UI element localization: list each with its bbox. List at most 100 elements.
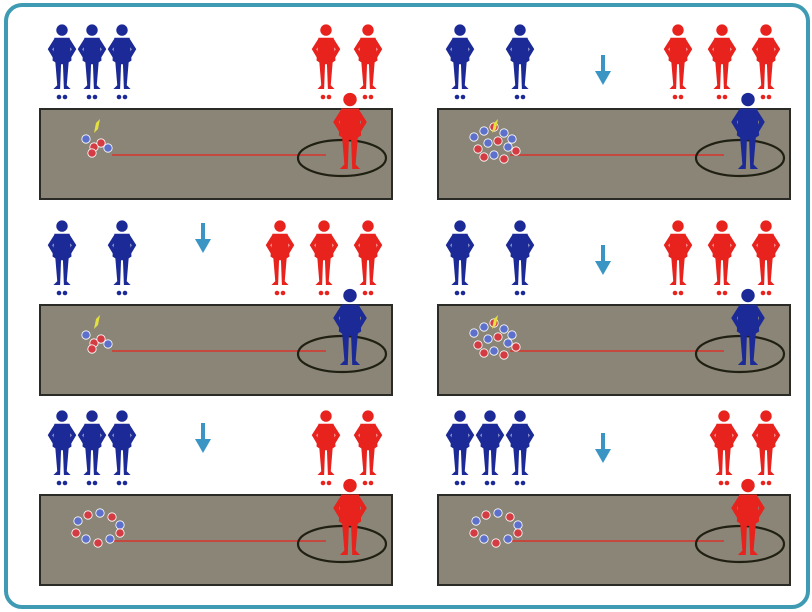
boule-ball-icon [514, 529, 522, 537]
player-icon [506, 220, 535, 285]
panel-6-drawing [432, 403, 812, 585]
boule-ball-icon [492, 539, 500, 547]
player-icon [354, 24, 383, 89]
boule-ball-icon [717, 95, 728, 100]
boule-ball-icon [117, 481, 128, 486]
boule-ball-icon [96, 509, 104, 517]
boule-ball-icon [500, 351, 508, 359]
boule-ball-icon [512, 147, 520, 155]
player-icon [310, 220, 339, 285]
player-icon [48, 410, 77, 475]
down-arrow-icon [193, 421, 213, 455]
down-arrow-icon [193, 221, 213, 255]
boule-ball-icon [494, 333, 502, 341]
panel-1 [34, 17, 414, 199]
boule-ball-icon [494, 509, 502, 517]
player-icon [446, 220, 475, 285]
boule-ball-icon [116, 521, 124, 529]
boule-ball-icon [480, 349, 488, 357]
player-icon [48, 24, 77, 89]
down-arrow-icon [593, 431, 613, 465]
boule-ball-icon [363, 95, 374, 100]
player-icon [78, 24, 107, 89]
player-icon [506, 24, 535, 89]
boule-ball-icon [504, 339, 512, 347]
player-icon [354, 410, 383, 475]
player-icon [354, 220, 383, 285]
boule-ball-icon [116, 529, 124, 537]
boule-ball-icon [57, 291, 68, 296]
boule-ball-icon [104, 144, 112, 152]
boule-ball-icon [474, 341, 482, 349]
boule-ball-icon [480, 127, 488, 135]
player-icon [476, 410, 505, 475]
down-arrow-icon [593, 243, 613, 277]
panel-6 [432, 403, 812, 585]
boule-ball-icon [719, 481, 730, 486]
boule-ball-icon [490, 151, 498, 159]
boule-ball-icon [104, 340, 112, 348]
boule-ball-icon [500, 129, 508, 137]
player-icon [710, 410, 739, 475]
boule-ball-icon [485, 481, 496, 486]
boule-ball-icon [761, 95, 772, 100]
boule-ball-icon [480, 153, 488, 161]
boule-ball-icon [72, 529, 80, 537]
boule-ball-icon [494, 137, 502, 145]
boule-ball-icon [94, 539, 102, 547]
boule-ball-icon [57, 95, 68, 100]
boule-ball-icon [87, 481, 98, 486]
boule-ball-icon [515, 481, 526, 486]
boule-ball-icon [106, 535, 114, 543]
player-icon [266, 220, 295, 285]
panel-3 [34, 213, 414, 395]
player-icon [664, 220, 693, 285]
boule-ball-icon [484, 139, 492, 147]
boule-ball-icon [508, 135, 516, 143]
boule-ball-icon [470, 529, 478, 537]
panel-1-drawing [34, 17, 414, 199]
panel-5 [34, 403, 414, 585]
player-icon [48, 220, 77, 285]
boule-ball-icon [508, 331, 516, 339]
boule-ball-icon [472, 517, 480, 525]
player-icon [108, 220, 137, 285]
boule-ball-icon [321, 95, 332, 100]
boule-ball-icon [515, 291, 526, 296]
boule-ball-icon [321, 481, 332, 486]
boule-ball-icon [455, 291, 466, 296]
boule-ball-icon [512, 343, 520, 351]
boule-ball-icon [474, 145, 482, 153]
boule-ball-icon [117, 291, 128, 296]
panel-5-drawing [34, 403, 414, 585]
down-arrow-icon [593, 53, 613, 87]
boule-ball-icon [717, 291, 728, 296]
boule-ball-icon [117, 95, 128, 100]
boule-ball-icon [484, 335, 492, 343]
boule-ball-icon [455, 481, 466, 486]
player-icon [708, 24, 737, 89]
panel-2-drawing [432, 17, 812, 199]
panel-4 [432, 213, 812, 395]
player-icon [708, 220, 737, 285]
player-icon [752, 24, 781, 89]
player-icon [752, 410, 781, 475]
boule-ball-icon [761, 481, 772, 486]
panel-3-drawing [34, 213, 414, 395]
boule-ball-icon [506, 513, 514, 521]
boule-ball-icon [57, 481, 68, 486]
diagram-frame [4, 3, 810, 609]
boule-ball-icon [88, 345, 96, 353]
boule-ball-icon [673, 95, 684, 100]
player-icon [312, 24, 341, 89]
player-icon [752, 220, 781, 285]
boule-ball-icon [482, 511, 490, 519]
boule-ball-icon [490, 347, 498, 355]
boule-ball-icon [82, 135, 90, 143]
boule-ball-icon [74, 517, 82, 525]
boule-ball-icon [363, 481, 374, 486]
boule-ball-icon [761, 291, 772, 296]
player-icon [108, 24, 137, 89]
boule-ball-icon [515, 95, 526, 100]
player-icon [506, 410, 535, 475]
